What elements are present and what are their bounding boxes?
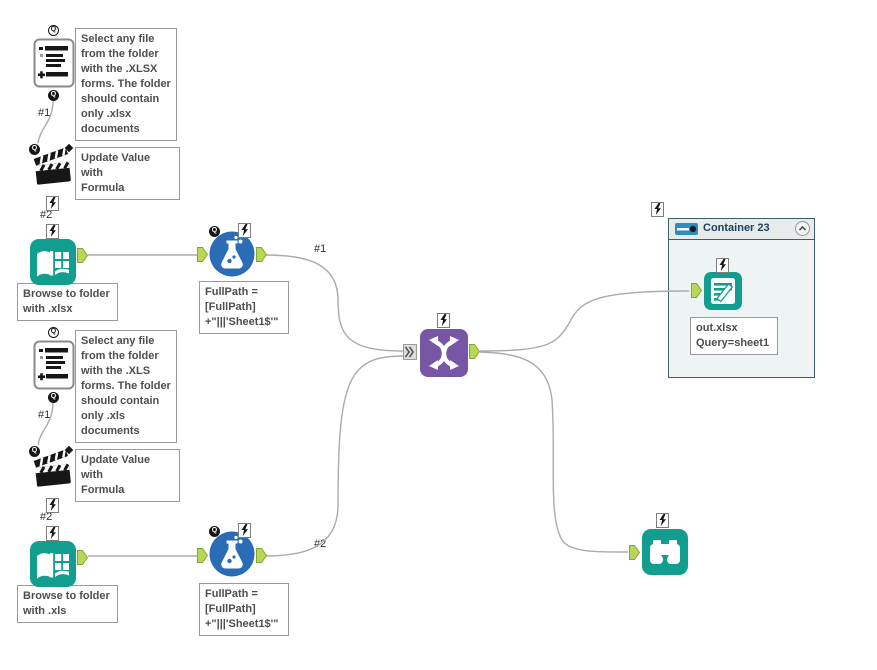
connection-label: #2 [40, 511, 53, 523]
question-anchor[interactable]: Q [29, 144, 40, 155]
question-anchor[interactable]: Q [48, 90, 59, 101]
action-tool[interactable] [31, 445, 76, 498]
container-header[interactable]: Container 23 [669, 219, 814, 240]
union-icon [420, 329, 468, 377]
tool-annotation: FullPath = [FullPath] +"|||'Sheet1$'" [199, 583, 289, 636]
output-data-tool[interactable] [704, 272, 742, 315]
multi-input-anchor[interactable] [403, 344, 417, 360]
binoculars-icon [642, 529, 688, 575]
question-anchor[interactable]: Q [209, 226, 220, 237]
container-title: Container 23 [703, 222, 770, 234]
connection-wire [479, 351, 629, 553]
output-anchor[interactable] [77, 248, 88, 263]
lightning-anchor-icon [656, 513, 669, 528]
flask-icon [209, 231, 255, 277]
lightning-anchor-icon [238, 223, 251, 238]
lightning-anchor-icon [46, 224, 59, 239]
directory-tool[interactable] [30, 239, 76, 290]
list-box-icon [33, 38, 75, 88]
connection-wire [37, 401, 54, 446]
tool-annotation: Browse to folder with .xls [17, 585, 118, 623]
open-book-icon [30, 239, 76, 285]
lightning-anchor-icon [437, 313, 450, 328]
lightning-anchor-icon [46, 498, 59, 513]
listbox-interface-tool[interactable] [33, 340, 75, 395]
lightning-anchor-icon [46, 196, 59, 211]
lightning-anchor-icon [716, 258, 729, 273]
write-document-icon [704, 272, 742, 310]
connection-wire [264, 254, 404, 352]
clapperboard-icon [33, 143, 74, 185]
output-anchor[interactable] [256, 247, 267, 262]
output-anchor[interactable] [256, 548, 267, 563]
connection-label: #1 [38, 409, 51, 421]
container-icon [675, 223, 698, 235]
input-anchor[interactable] [197, 247, 208, 262]
tool-annotation: FullPath = [FullPath] +"|||'Sheet1$'" [199, 281, 289, 334]
question-anchor[interactable]: Q [29, 446, 40, 457]
action-tool[interactable] [31, 143, 76, 196]
tool-annotation: Browse to folder with .xlsx [17, 283, 118, 321]
formula-tool[interactable] [209, 531, 255, 582]
clapperboard-icon [33, 445, 74, 487]
formula-tool[interactable] [209, 231, 255, 282]
comment-box[interactable]: Select any file from the folder with the… [75, 28, 177, 141]
connection-wire [479, 290, 690, 352]
input-anchor[interactable] [691, 283, 702, 298]
tool-annotation: Update Value with Formula [75, 147, 180, 200]
browse-tool[interactable] [642, 529, 688, 580]
question-anchor[interactable]: Q [209, 526, 220, 537]
listbox-interface-tool[interactable] [33, 38, 75, 93]
question-anchor[interactable]: Q [48, 392, 59, 403]
container-collapse-button[interactable] [795, 221, 810, 236]
output-anchor[interactable] [77, 550, 88, 565]
connection-wire [37, 99, 54, 144]
open-book-icon [30, 541, 76, 587]
output-anchor[interactable] [469, 344, 480, 359]
list-box-icon [33, 340, 75, 390]
lightning-anchor-icon [651, 202, 664, 217]
lightning-anchor-icon [238, 523, 251, 538]
union-tool[interactable] [420, 329, 468, 382]
input-anchor[interactable] [197, 548, 208, 563]
connection-label: #1 [38, 107, 51, 119]
lightning-anchor-icon [46, 526, 59, 541]
directory-tool[interactable] [30, 541, 76, 592]
comment-box[interactable]: Select any file from the folder with the… [75, 330, 177, 443]
input-anchor[interactable] [629, 545, 640, 560]
question-anchor[interactable]: Q [48, 327, 59, 338]
flask-icon [209, 531, 255, 577]
chevron-up-icon [798, 225, 807, 231]
tool-annotation: out.xlsx Query=sheet1 [690, 317, 778, 355]
connection-label: #2 [40, 209, 53, 221]
connection-label: #1 [314, 243, 327, 255]
question-anchor[interactable]: Q [48, 25, 59, 36]
tool-annotation: Update Value with Formula [75, 449, 180, 502]
connection-wire [264, 355, 404, 557]
